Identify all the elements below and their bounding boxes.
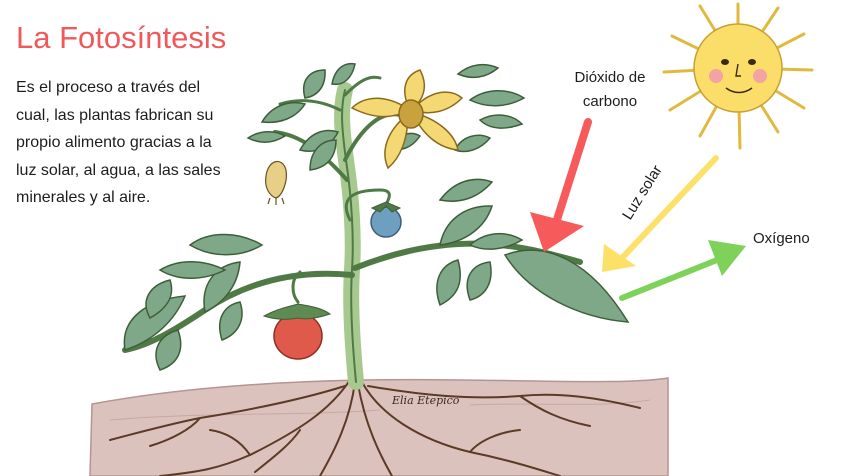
red-tomato [262,303,332,360]
page-title: La Fotosíntesis [16,20,227,55]
sun [662,2,814,150]
oxygen-arrow [619,240,746,301]
blue-fruit [370,201,402,238]
sunlight-arrow [602,155,719,272]
bell-flower [265,160,287,205]
carbon-dioxide-label: Dióxido de carbono [574,69,646,110]
yellow-flower [350,69,464,170]
plant-leaves [123,62,630,371]
plant-roots [109,379,641,476]
description-text: Es el proceso a través del cual, las pla… [16,79,221,206]
co2-arrow [530,118,592,252]
oxygen-label: Oxígeno [753,230,810,247]
artist-signature: Elia Etepico [391,394,460,407]
soil [89,377,669,476]
